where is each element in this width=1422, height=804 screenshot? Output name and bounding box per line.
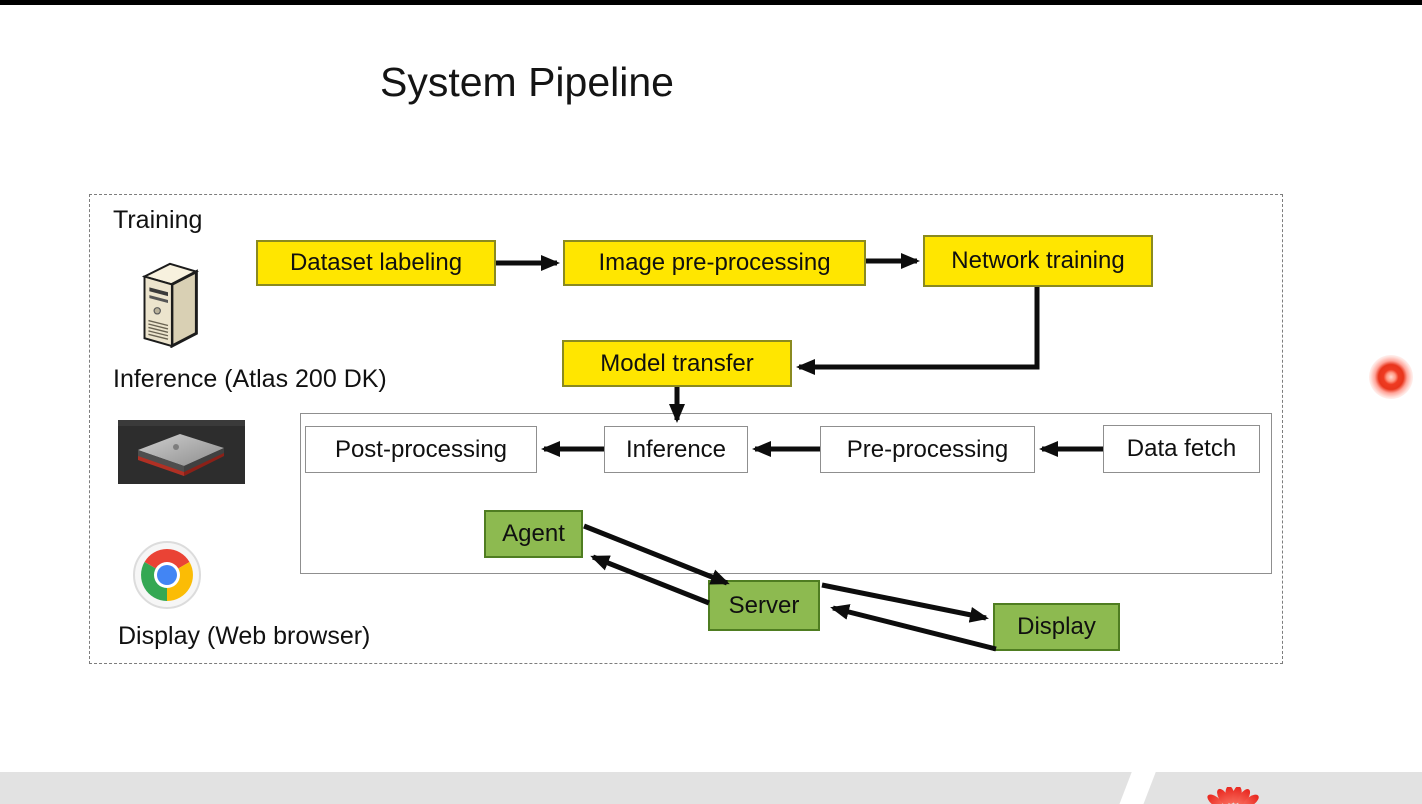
node-image-pre-processing: Image pre-processing: [563, 240, 866, 286]
inference-device-container-box: [300, 413, 1272, 574]
node-label: Agent: [502, 520, 565, 547]
training-section-label: Training: [113, 206, 203, 234]
footer-bar: [0, 772, 1422, 804]
node-label: Display: [1017, 613, 1096, 640]
node-label: Server: [728, 591, 800, 619]
laser-pointer-dot: [1369, 355, 1413, 399]
node-data-fetch: Data fetch: [1103, 425, 1260, 473]
node-label: Post-processing: [334, 435, 508, 463]
node-label: Model transfer: [600, 349, 754, 377]
pipeline-outer-boundary: [89, 194, 1283, 664]
node-post-processing: Post-processing: [305, 426, 537, 473]
node-network-training: Network training: [923, 235, 1153, 287]
node-display: Display: [993, 603, 1120, 651]
node-server: Server: [708, 580, 820, 631]
display-section-label: Display (Web browser): [118, 622, 371, 650]
node-inference: Inference: [604, 426, 748, 473]
node-agent: Agent: [484, 510, 583, 558]
node-model-transfer: Model transfer: [562, 340, 792, 387]
atlas-device-illustration: [118, 420, 245, 484]
inference-section-label: Inference (Atlas 200 DK): [113, 365, 387, 393]
atlas-200-dk-photo: [118, 420, 245, 484]
node-pre-processing: Pre-processing: [820, 426, 1035, 473]
node-label: Network training: [951, 247, 1125, 274]
chrome-browser-icon: [133, 541, 201, 609]
page-title: System Pipeline: [380, 59, 674, 105]
node-label: Data fetch: [1126, 435, 1237, 462]
node-label: Dataset labeling: [289, 249, 463, 276]
top-black-bar: [0, 0, 1422, 5]
huawei-logo: [1207, 787, 1259, 804]
node-label: Inference: [625, 435, 727, 463]
node-dataset-labeling: Dataset labeling: [256, 240, 496, 286]
node-label: Image pre-processing: [598, 249, 831, 276]
node-label: Pre-processing: [846, 435, 1009, 463]
server-tower-icon: [141, 262, 199, 348]
